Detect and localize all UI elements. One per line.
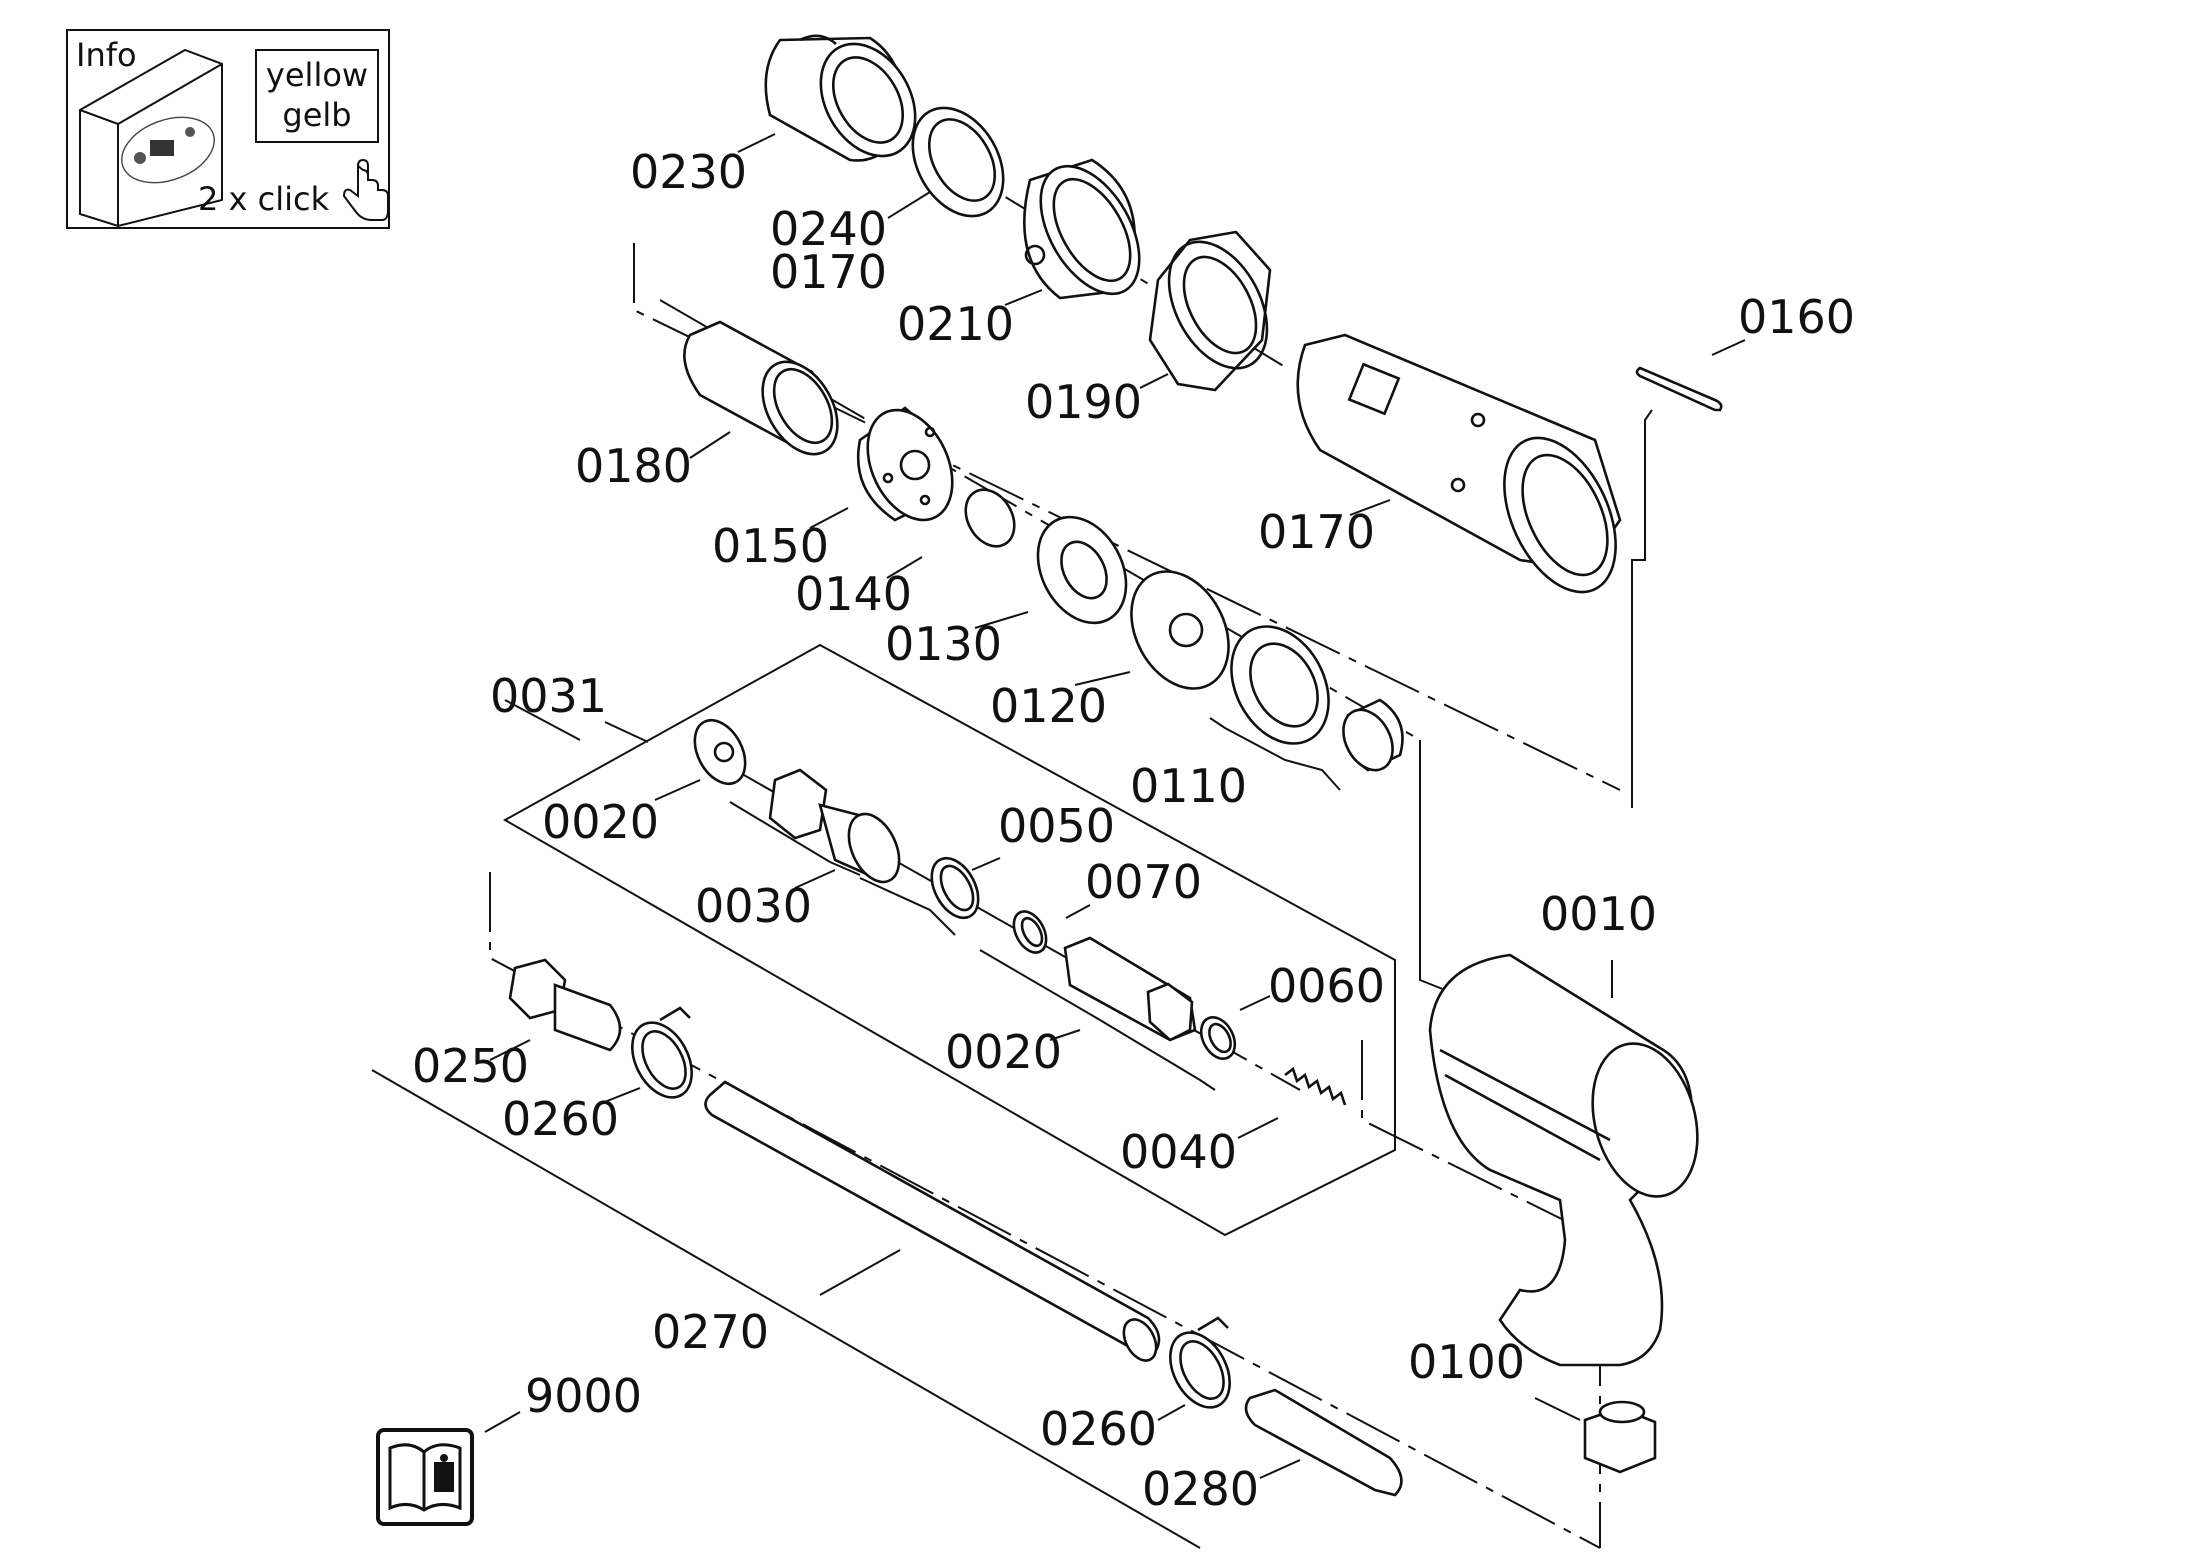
part-0190-hex-nut[interactable] (1148, 225, 1287, 392)
part-0180-piston[interactable] (683, 320, 852, 467)
leader-lines (484, 133, 1746, 1479)
info-color-de: gelb (282, 96, 351, 134)
label-0150[interactable]: 0150 (712, 519, 829, 573)
info-title: Info (76, 36, 137, 74)
part-0140-plug[interactable] (956, 481, 1024, 555)
part-0160-pin[interactable] (1635, 366, 1723, 412)
part-0210-sleeve[interactable] (1020, 149, 1159, 310)
info-color-en: yellow (266, 56, 368, 94)
valve-assembly-frame (502, 643, 1396, 1237)
part-0130-washer[interactable] (1020, 502, 1143, 638)
part-0100-fitting[interactable] (1583, 1400, 1657, 1474)
catalog-thumbnail-icon (79, 48, 223, 228)
part-0020-valve-stem[interactable] (1063, 936, 1197, 1042)
manual-info-icon[interactable] (376, 1428, 474, 1526)
label-0260-b[interactable]: 0260 (1040, 1402, 1157, 1456)
label-0020-a[interactable]: 0020 (542, 795, 659, 849)
part-0260-hose-clamp-top[interactable] (620, 1006, 703, 1108)
part-0070-o-ring[interactable] (1007, 906, 1052, 958)
part-0150-cylinder-head[interactable] (851, 396, 969, 533)
part-0020-washer[interactable] (685, 712, 756, 793)
label-0170-a[interactable]: 0170 (770, 245, 887, 299)
part-0250-hose-nipple[interactable] (508, 958, 622, 1052)
part-0050-o-ring[interactable] (922, 850, 987, 925)
info-hint: 2 x click (198, 180, 330, 218)
part-0010-housing[interactable] (1428, 953, 1713, 1367)
label-0270[interactable]: 0270 (652, 1305, 769, 1359)
part-0060-o-ring[interactable] (1194, 1012, 1241, 1065)
label-0100[interactable]: 0100 (1408, 1335, 1525, 1389)
part-0170-cylinder-body[interactable] (1296, 333, 1638, 610)
label-0120[interactable]: 0120 (990, 679, 1107, 733)
label-0140[interactable]: 0140 (795, 567, 912, 621)
upper-assembly-frame (633, 243, 1653, 808)
part-0260-hose-clamp-bottom[interactable] (1158, 1316, 1241, 1418)
part-0230-knurled-sleeve[interactable] (764, 27, 935, 173)
label-0040[interactable]: 0040 (1120, 1125, 1237, 1179)
label-0170-b[interactable]: 0170 (1258, 505, 1375, 559)
label-0050[interactable]: 0050 (998, 799, 1115, 853)
label-0020-b[interactable]: 0020 (945, 1025, 1062, 1079)
label-0240[interactable]: 0240 (770, 202, 887, 256)
label-0230[interactable]: 0230 (630, 145, 747, 199)
part-labels: 0230 0240 0170 0210 0190 0160 0180 0150 … (412, 145, 1855, 1516)
label-0031[interactable]: 0031 (490, 669, 607, 723)
hand-pointer-icon (342, 158, 389, 221)
part-0120-valve-disc[interactable] (1112, 555, 1248, 706)
label-0160[interactable]: 0160 (1738, 290, 1855, 344)
label-0030[interactable]: 0030 (695, 879, 812, 933)
label-9000[interactable]: 9000 (525, 1369, 642, 1423)
label-0250[interactable]: 0250 (412, 1039, 529, 1093)
info-box[interactable]: Info yellow gelb 2 x click (66, 29, 390, 229)
part-0240-ring[interactable] (894, 92, 1021, 232)
label-0210[interactable]: 0210 (897, 297, 1014, 351)
part-0040-spring[interactable] (1284, 1066, 1347, 1106)
part-0110-plug[interactable] (1334, 698, 1404, 779)
label-0260-a[interactable]: 0260 (502, 1092, 619, 1146)
label-0280[interactable]: 0280 (1142, 1462, 1259, 1516)
label-0010[interactable]: 0010 (1540, 887, 1657, 941)
label-0180[interactable]: 0180 (575, 439, 692, 493)
label-0130[interactable]: 0130 (885, 617, 1002, 671)
part-0030-valve-body[interactable] (768, 768, 909, 890)
part-0110-seal[interactable] (1212, 610, 1348, 761)
part-0280-quick-coupler-plug[interactable] (1244, 1388, 1403, 1497)
label-0070[interactable]: 0070 (1085, 855, 1202, 909)
part-0270-air-hose[interactable] (704, 1080, 1162, 1366)
label-0060[interactable]: 0060 (1268, 959, 1385, 1013)
label-0190[interactable]: 0190 (1025, 375, 1142, 429)
label-0110[interactable]: 0110 (1130, 759, 1247, 813)
